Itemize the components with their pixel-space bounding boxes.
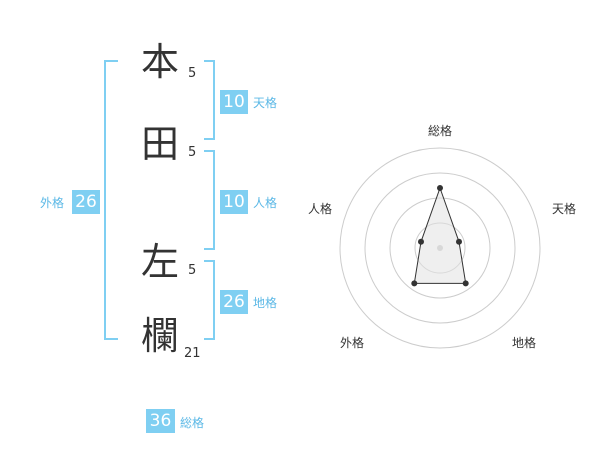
jinkaku-label: 人格 <box>253 196 278 210</box>
radar-ring-4 <box>339 147 541 349</box>
radar-label-jinkaku: 人格 <box>307 202 332 216</box>
gaikaku-bracket-vertical <box>104 60 106 340</box>
jinkaku-bracket-bottom <box>204 248 215 250</box>
radar-label-gaikaku: 外格 <box>339 336 364 350</box>
radar-ring-3 <box>364 172 516 324</box>
gaikaku-bracket-top <box>104 60 118 62</box>
chikaku-label: 地格 <box>253 296 278 310</box>
tenkaku-bracket-bottom <box>204 138 215 140</box>
chikaku-bracket-bottom <box>204 338 215 340</box>
radar-point-tenkaku <box>456 238 462 245</box>
stroke-count-1: 5 <box>188 66 197 81</box>
name-char-3: 左 <box>140 240 179 284</box>
tenkaku-value-box: 10 <box>220 90 248 114</box>
name-char-4: 欄 <box>140 314 179 358</box>
gaikaku-bracket-bottom <box>104 338 118 340</box>
soukaku-label: 総格 <box>180 416 205 430</box>
chikaku-bracket-vertical <box>213 260 215 340</box>
radar-point-chikaku <box>462 280 469 287</box>
radar-label-tenkaku: 天格 <box>551 202 576 216</box>
jinkaku-value-box: 10 <box>220 190 248 214</box>
stroke-count-2: 5 <box>188 145 197 160</box>
radar-polygon <box>413 186 467 284</box>
tenkaku-label: 天格 <box>253 96 278 110</box>
tenkaku-bracket-top <box>204 60 215 62</box>
tenkaku-bracket-vertical <box>213 60 215 140</box>
soukaku-value-box: 36 <box>146 409 175 433</box>
radar-label-chikaku: 地格 <box>511 336 536 350</box>
jinkaku-bracket-vertical <box>213 150 215 250</box>
radar-point-jinkaku <box>418 238 424 245</box>
radar-label-soukaku: 総格 <box>427 124 452 138</box>
radar-point-soukaku <box>437 185 443 191</box>
stroke-count-3: 5 <box>188 263 197 278</box>
gaikaku-label: 外格 <box>40 196 65 210</box>
radar-point-gaikaku <box>411 280 418 287</box>
chikaku-bracket-top <box>204 260 215 262</box>
jinkaku-bracket-top <box>204 150 215 152</box>
stroke-count-4: 21 <box>184 346 201 361</box>
name-char-2: 田 <box>140 122 179 166</box>
gaikaku-value-box: 26 <box>72 190 100 214</box>
chikaku-value-box: 26 <box>220 290 248 314</box>
name-char-1: 本 <box>140 40 179 84</box>
